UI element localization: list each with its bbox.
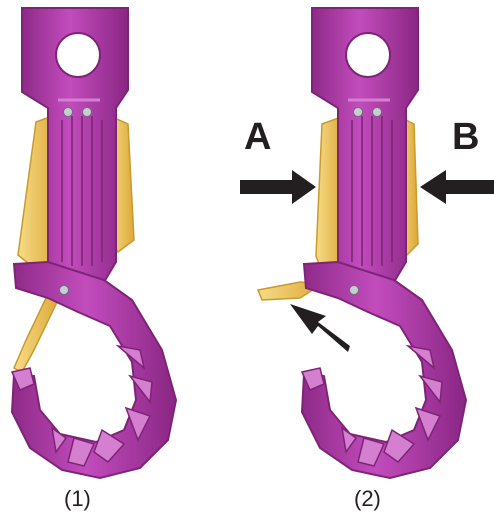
- arrow-latch-open: [290, 304, 350, 352]
- label-b: B: [452, 118, 479, 156]
- rivet-2b: [373, 108, 382, 117]
- arrow-b-left: [420, 170, 494, 204]
- hook-figure-1: [12, 8, 176, 478]
- caption-figure-2: (2): [354, 488, 381, 510]
- arrow-a-right: [240, 170, 316, 204]
- rivet-1a: [64, 108, 73, 117]
- rivet-2a: [354, 108, 363, 117]
- hook-figure-2: [240, 8, 494, 478]
- hook-body-1: [12, 262, 176, 478]
- hook-body-2: [302, 262, 466, 478]
- pin-2: [350, 286, 359, 295]
- caption-figure-1: (1): [64, 488, 91, 510]
- pin-1: [60, 286, 69, 295]
- label-a: A: [244, 118, 271, 156]
- rivet-1b: [83, 108, 92, 117]
